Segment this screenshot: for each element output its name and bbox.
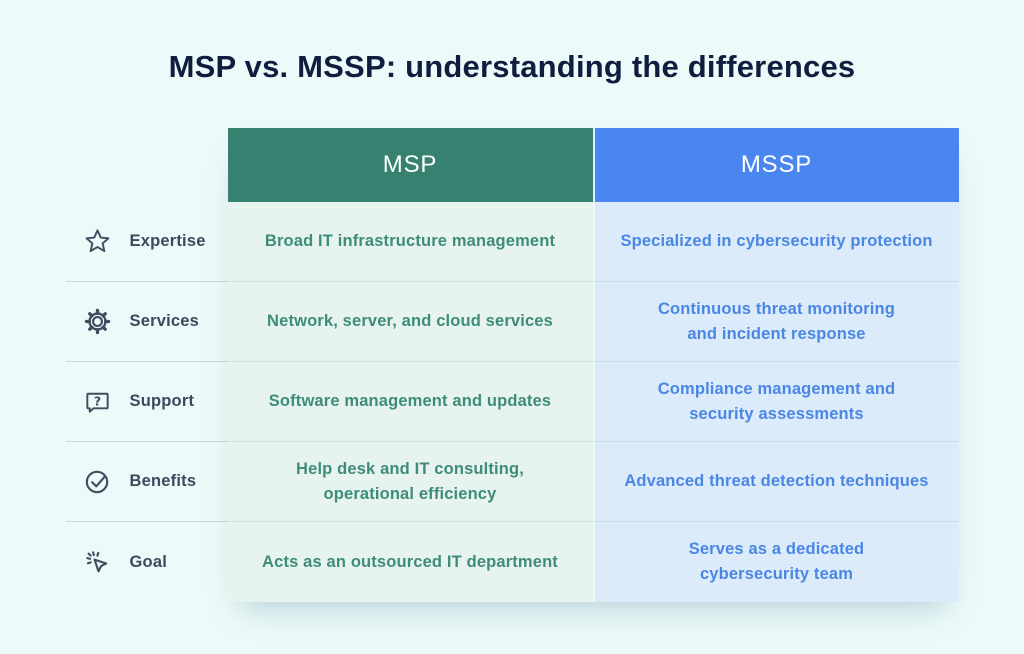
mssp-cell: Serves as a dedicated cybersecurity team [592, 522, 959, 602]
row-label-goal: Goal [66, 522, 228, 602]
page-title: MSP vs. MSSP: understanding the differen… [168, 49, 856, 84]
check-circle-icon [82, 466, 113, 497]
msp-cell: Software management and updates [227, 362, 593, 442]
mssp-cell: Advanced threat detection techniques [592, 442, 959, 522]
label-column-spacer [66, 128, 228, 202]
svg-text:?: ? [93, 393, 100, 408]
mssp-column-header: MSSP [592, 128, 959, 202]
row-label-text: Goal [129, 552, 167, 571]
row-label-text: Expertise [129, 232, 206, 250]
msp-cell: Broad IT infrastructure management [227, 202, 593, 282]
row-label-text: Benefits [129, 472, 197, 490]
mssp-cell: Continuous threat monitoring and inciden… [592, 282, 959, 362]
table-row-goal: Acts as an outsourced IT department Serv… [227, 522, 959, 602]
question-bubble-icon: ? [82, 386, 113, 417]
gear-icon [82, 306, 113, 337]
row-label-text: Support [129, 392, 195, 410]
row-label-benefits: Benefits [65, 442, 228, 522]
table-row-support: Software management and updates Complian… [227, 362, 959, 442]
msp-cell: Network, server, and cloud services [227, 282, 593, 362]
table-body: MSP MSSP Broad IT infrastructure managem… [227, 128, 959, 602]
row-label-text: Services [129, 312, 199, 330]
comparison-table: Expertise [65, 128, 959, 602]
click-cursor-icon [82, 547, 113, 578]
mssp-cell: Specialized in cybersecurity protection [592, 202, 959, 282]
row-label-expertise: Expertise [65, 202, 228, 282]
infographic: MSP vs. MSSP: understanding the differen… [65, 49, 959, 602]
mssp-cell: Compliance management and security asses… [592, 362, 959, 442]
table-row-services: Network, server, and cloud services Cont… [227, 282, 959, 362]
msp-column-header: MSP [227, 128, 593, 202]
table-row-benefits: Help desk and IT consulting, operational… [227, 442, 959, 522]
row-label-column: Expertise [65, 128, 228, 602]
msp-cell: Help desk and IT consulting, operational… [227, 442, 593, 522]
star-icon [82, 226, 113, 257]
row-label-services: Services [65, 282, 228, 362]
table-header-row: MSP MSSP [227, 128, 959, 202]
table-row-expertise: Broad IT infrastructure management Speci… [227, 202, 959, 282]
row-label-support: ? Support [65, 362, 228, 442]
msp-cell: Acts as an outsourced IT department [227, 522, 593, 602]
